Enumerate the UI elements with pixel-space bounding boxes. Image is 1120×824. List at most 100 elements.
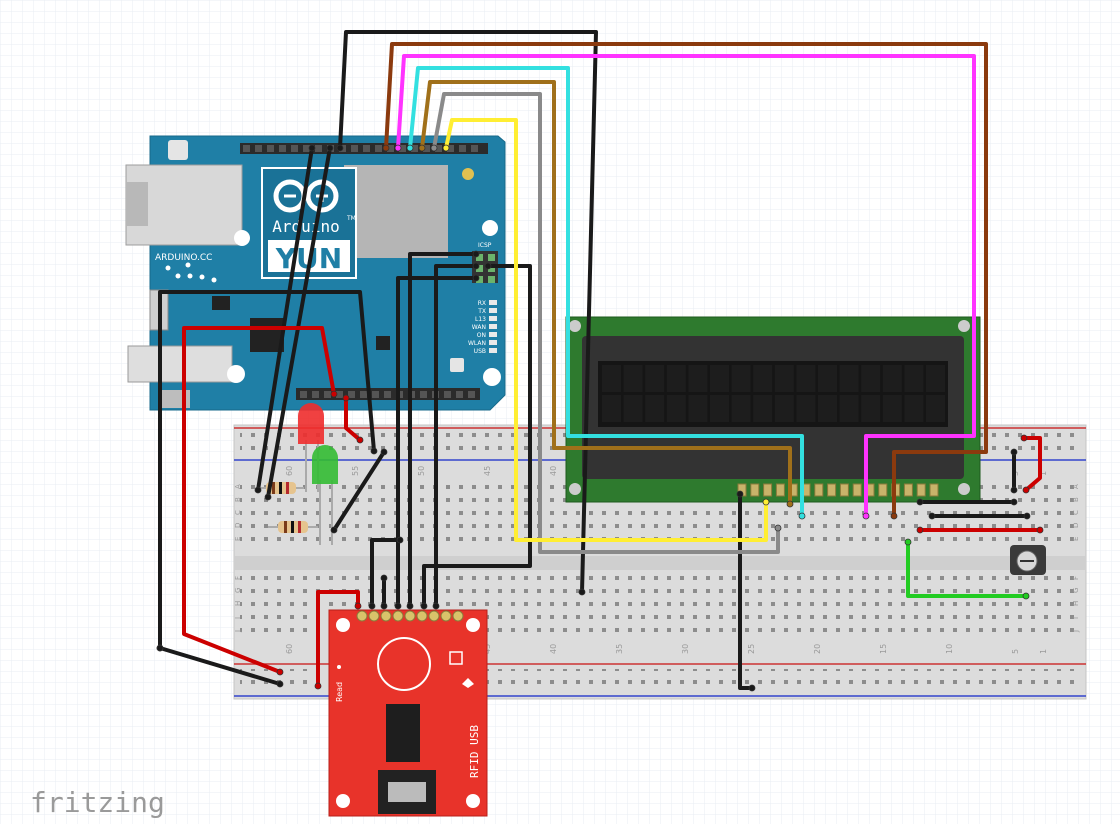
breadboard-column-number: 50 (417, 466, 426, 476)
header-pin (435, 145, 442, 152)
resistor (258, 482, 304, 494)
icsp-pin (476, 265, 483, 272)
breadboard-column-number: 35 (615, 644, 624, 654)
lcd-char-cell (710, 395, 729, 422)
lcd-char-cell (688, 395, 708, 422)
breadboard-row-letter: C (1072, 510, 1080, 515)
power-header-pins (300, 391, 475, 398)
cyan-wire[interactable] (408, 66, 804, 518)
fritzing-logo: fritzing (30, 786, 165, 819)
breadboard-row-letter: E (1072, 537, 1080, 541)
lcd-char-cell (753, 365, 773, 392)
breadboard-row-letter: E (234, 537, 242, 541)
status-led-label: WAN (472, 324, 486, 331)
header-pin (255, 145, 262, 152)
mount-hole (483, 368, 501, 386)
black-wire[interactable] (158, 290, 376, 650)
usb-host-port (127, 345, 233, 383)
olive-wire[interactable] (420, 80, 792, 506)
trademark-text: TM (346, 215, 356, 222)
black-wire[interactable] (396, 276, 478, 608)
rfid-pin (392, 610, 404, 622)
magenta-wire[interactable] (396, 54, 976, 518)
header-pin (372, 391, 379, 398)
wires (158, 30, 1042, 690)
lcd-char-cell (710, 365, 729, 392)
yun-reset-button[interactable] (450, 358, 464, 372)
header-pin (468, 391, 475, 398)
rfid-pin (356, 610, 368, 622)
brown-wire[interactable] (384, 42, 988, 518)
lcd-char-cell (774, 365, 794, 392)
breadboard-column-number: 60 (285, 466, 294, 476)
wire-endpoint (1022, 592, 1030, 600)
decorative-dot (185, 262, 191, 268)
decorative-dot (165, 265, 171, 271)
black-wire[interactable] (370, 538, 402, 608)
breadboard-column-number: 5 (1011, 649, 1020, 654)
red-wire[interactable] (316, 590, 360, 688)
header-pin (375, 145, 382, 152)
wire-endpoint (916, 498, 924, 506)
wire-endpoint (314, 682, 322, 690)
wire-endpoint (1023, 512, 1031, 520)
wire-endpoint (748, 684, 756, 692)
lcd-char-cell (861, 395, 881, 422)
wire-endpoint (380, 448, 388, 456)
digital-header-pins (243, 145, 478, 152)
lcd-char-cell (602, 395, 621, 422)
wire-endpoint (862, 512, 870, 520)
gray-wire[interactable] (432, 92, 780, 554)
black-wire[interactable] (338, 30, 598, 594)
header-pin (336, 391, 343, 398)
green-wire[interactable] (906, 540, 1028, 598)
lcd-pin (763, 483, 773, 497)
lcd-char-cell (904, 395, 924, 422)
lcd-screw (958, 320, 970, 332)
black-wire[interactable] (434, 264, 478, 608)
lcd-pin (775, 483, 785, 497)
breadboard-row-letter: G (1072, 588, 1080, 593)
header-pin (387, 145, 394, 152)
lcd-char-cell (818, 395, 837, 422)
wire-endpoint (484, 262, 492, 270)
header-pin (363, 145, 370, 152)
wire-endpoint (356, 436, 364, 444)
breadboard-column-number: 30 (681, 644, 690, 654)
rfid-reader-board (328, 609, 488, 817)
reset-button[interactable] (168, 140, 188, 160)
wire-endpoint (418, 144, 426, 152)
black-wire[interactable] (158, 646, 282, 686)
icsp-pin (488, 276, 495, 283)
lcd-char-cell (731, 365, 751, 392)
lcd-char-cell (753, 395, 773, 422)
header-pin (291, 145, 298, 152)
lcd-char-cell (796, 395, 816, 422)
lcd-char-cell (818, 365, 837, 392)
red-wire[interactable] (182, 326, 336, 674)
lcd-char-cell (623, 395, 643, 422)
lcd-char-cell (882, 365, 902, 392)
breadboard-column-number: 25 (747, 644, 756, 654)
yellow-wire[interactable] (444, 118, 768, 542)
black-wire[interactable] (408, 252, 478, 608)
wire-endpoint (264, 493, 272, 501)
decorative-dot (175, 273, 181, 279)
wire-endpoint (578, 588, 586, 596)
black-wire[interactable] (256, 146, 314, 492)
header-pin (360, 391, 367, 398)
breadboard-row-letter: A (1072, 484, 1080, 489)
black-wire[interactable] (738, 492, 754, 690)
red-wire[interactable] (344, 396, 362, 442)
lcd-char-cell (731, 395, 751, 422)
lcd-pin (814, 483, 824, 497)
black-wire[interactable] (332, 450, 386, 532)
breadboard-row-letter: D (234, 523, 242, 528)
black-wire[interactable] (266, 146, 332, 499)
red-wire[interactable] (1022, 436, 1042, 492)
wire-endpoint (432, 602, 440, 610)
potentiometer[interactable] (1010, 545, 1046, 575)
breadboard-row-letter: C (234, 510, 242, 515)
breadboard-column-number: 1 (1039, 649, 1048, 654)
breadboard-row-letter: I (234, 617, 242, 619)
